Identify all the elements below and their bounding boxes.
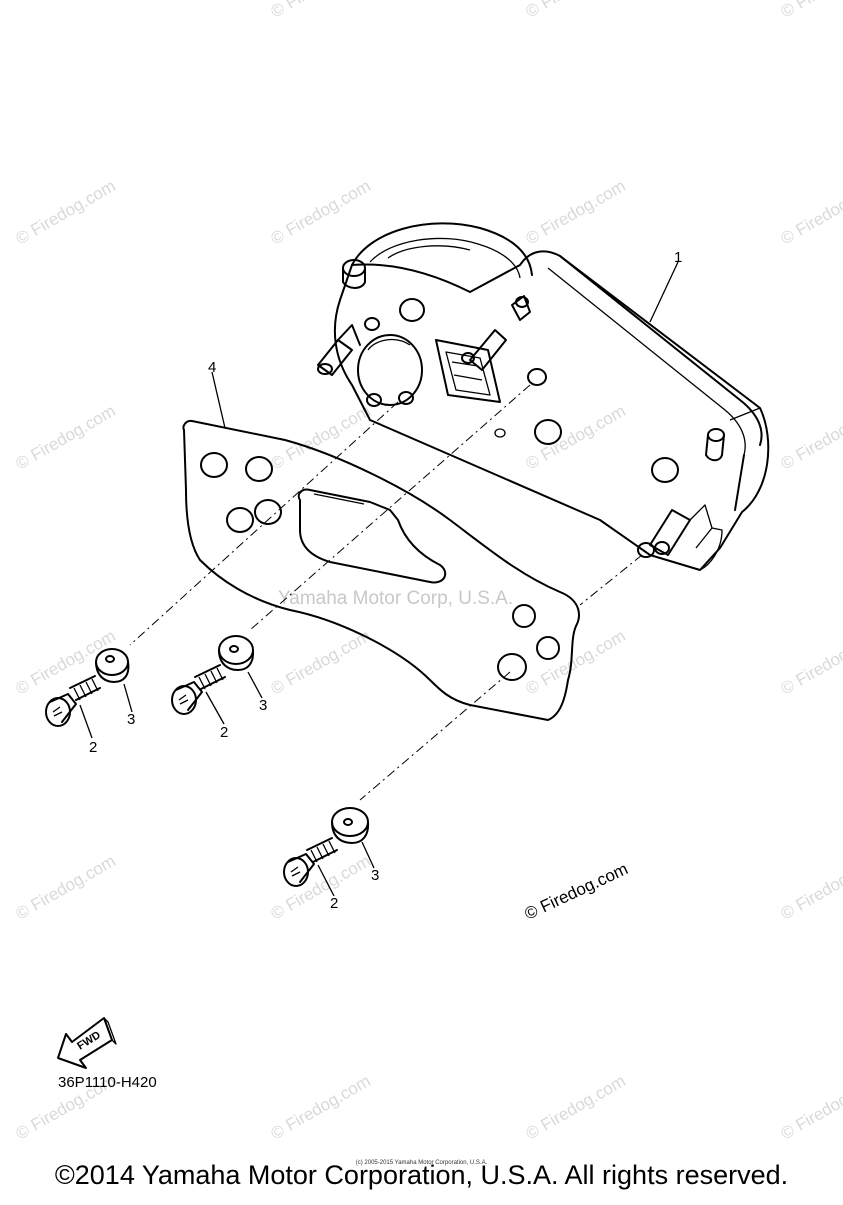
watermark: © Firedog.com	[778, 626, 843, 698]
callout-leaders	[80, 262, 678, 896]
screw	[172, 665, 225, 714]
washer	[219, 636, 253, 670]
screw	[46, 676, 100, 726]
firedog-logo: © Firedog.com	[522, 859, 631, 923]
watermark: © Firedog.com	[778, 1071, 843, 1143]
watermark: © Firedog.com	[13, 176, 119, 248]
watermark: © Firedog.com	[778, 0, 843, 21]
watermark: © Firedog.com	[268, 176, 374, 248]
center-watermark: Yamaha Motor Corp, U.S.A.	[278, 588, 513, 609]
watermark: © Firedog.com	[268, 851, 374, 923]
callout-2: 2	[89, 739, 97, 756]
watermark: © Firedog.com	[13, 851, 119, 923]
watermark: © Firedog.com	[13, 626, 119, 698]
watermark: © Firedog.com	[268, 626, 374, 698]
watermark: © Firedog.com	[268, 1071, 374, 1143]
watermark: © Firedog.com	[13, 401, 119, 473]
watermark: © Firedog.com	[268, 401, 374, 473]
fwd-arrow-icon: FWD	[58, 1018, 116, 1068]
bracket-plate	[183, 421, 578, 720]
watermark: © Firedog.com	[268, 0, 374, 21]
washer	[96, 649, 128, 682]
diagram-code: 36P1110-H420	[58, 1074, 157, 1091]
callout-1: 1	[674, 249, 682, 266]
watermark-layer: © Firedog.com © Firedog.com © Firedog.co…	[13, 0, 843, 1143]
callout-2: 2	[220, 724, 228, 741]
callout-3: 3	[127, 711, 135, 728]
watermark: © Firedog.com	[523, 176, 629, 248]
washer	[332, 808, 368, 843]
watermark: © Firedog.com	[523, 401, 629, 473]
callout-2: 2	[330, 895, 338, 912]
callout-3: 3	[259, 697, 267, 714]
meter-assembly	[318, 223, 768, 570]
watermark: © Firedog.com	[778, 851, 843, 923]
watermark: © Firedog.com	[778, 176, 843, 248]
watermark: © Firedog.com	[523, 1071, 629, 1143]
callout-3: 3	[371, 867, 379, 884]
callout-4: 4	[208, 359, 216, 376]
watermark: © Firedog.com	[523, 626, 629, 698]
watermark: © Firedog.com	[778, 401, 843, 473]
copyright-notice: ©2014 Yamaha Motor Corporation, U.S.A. A…	[0, 1160, 843, 1191]
watermark: © Firedog.com	[523, 0, 629, 21]
